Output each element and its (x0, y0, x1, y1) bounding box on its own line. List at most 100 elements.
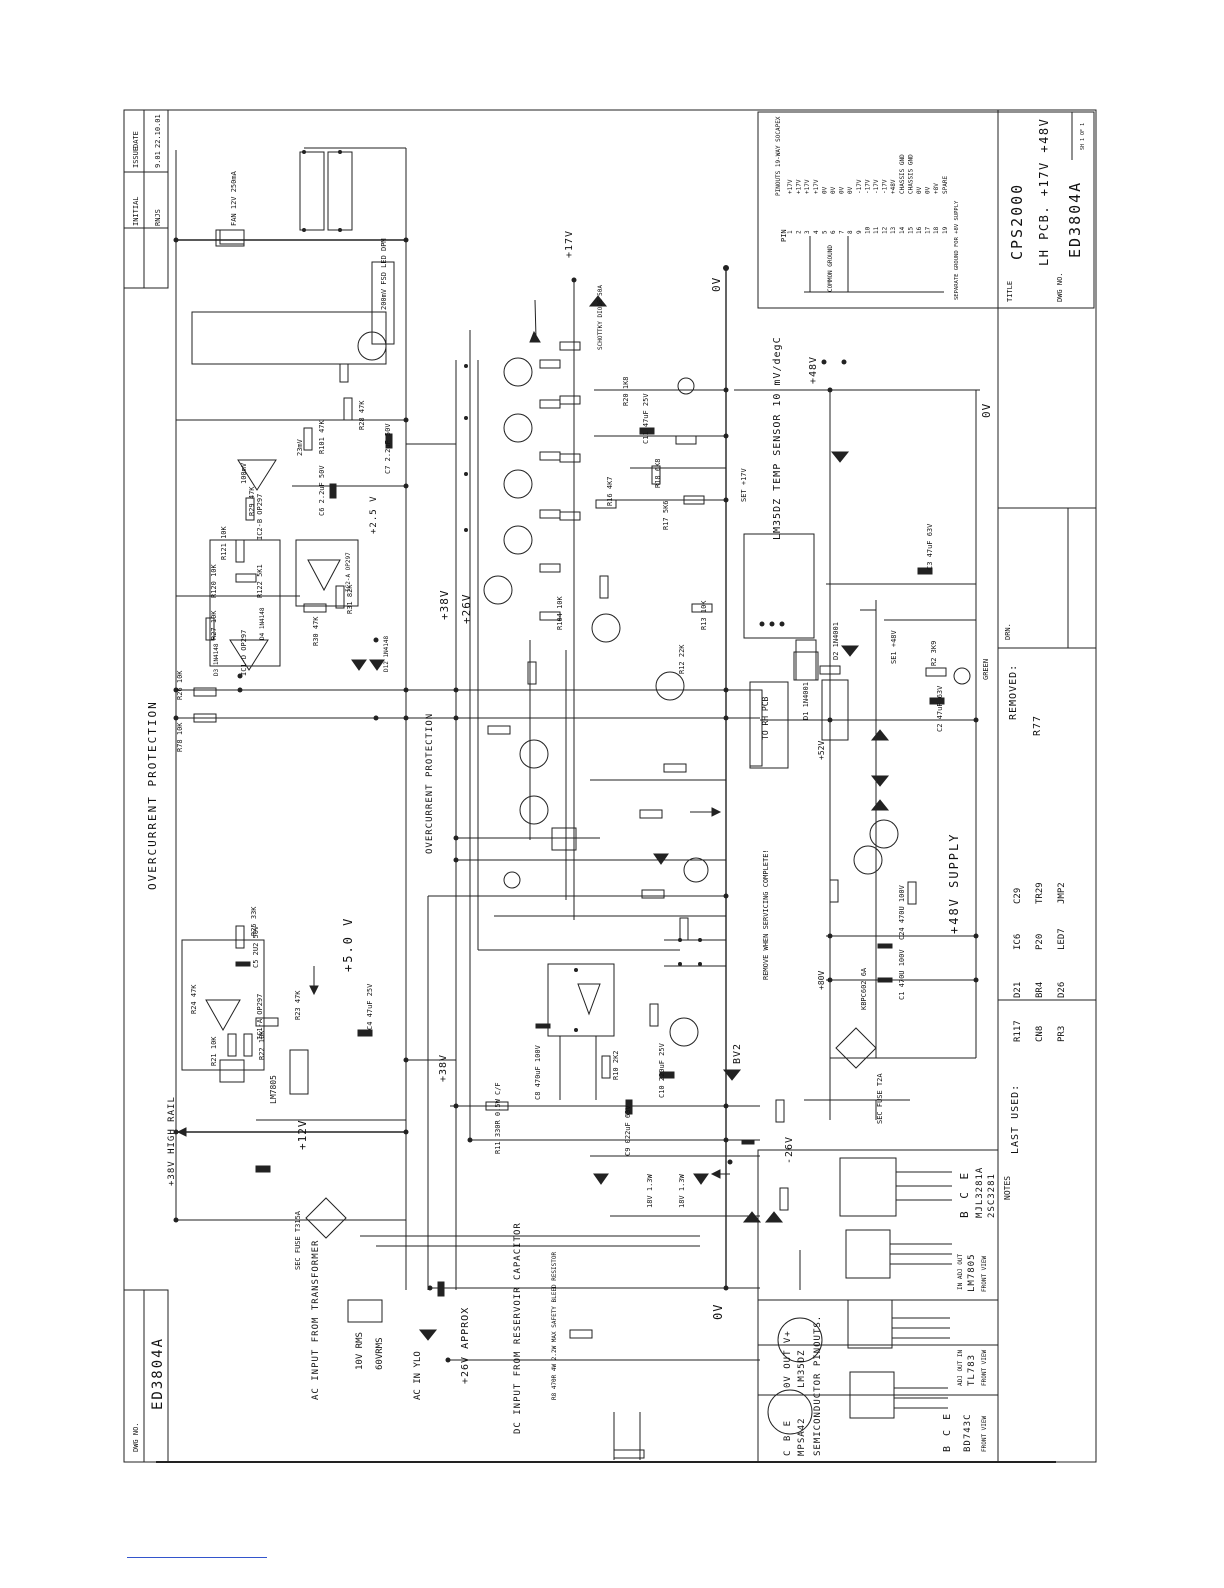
pinout-pin: 5 (821, 230, 828, 234)
pinouts-pin-header: PIN (780, 229, 788, 242)
tl783-pins: ADJ OUT IN (957, 1349, 964, 1386)
set17-label: SET +17V (740, 467, 748, 502)
revision-header: ISSUE (132, 147, 140, 168)
r22-label: R22 10K (258, 1030, 266, 1060)
plus26-approx-label: +26V APPROX (460, 1307, 471, 1384)
pinout-signal: 0V (839, 186, 846, 194)
bd743c-view: FRONT VIEW (981, 1415, 988, 1452)
r2-label: R2 3K9 (930, 641, 938, 666)
mjl3281a-label: MJL3281A (975, 1167, 985, 1218)
common-ground: COMMON GROUND (827, 245, 834, 292)
revision-value: RNJS (154, 209, 162, 226)
pinout-signal: +8V (933, 183, 940, 194)
r20-label: R20 1K8 (622, 376, 630, 406)
green-label: GREEN (982, 659, 990, 680)
plus25-label: +2.5 V (369, 495, 379, 534)
pinout-rows: 1+17V2+17V3+17V4+17V50V60V70V80V9-17V10-… (787, 154, 949, 234)
lm7805-label: LM7805 (967, 1253, 977, 1292)
last-used-item: JMP2 (1057, 882, 1067, 904)
r23-label: R23 47K (294, 990, 302, 1020)
last-used-item: R117 (1013, 1020, 1023, 1042)
pinout-signal: SPARE (942, 176, 949, 194)
dwg-no-label: DWG NO. (1056, 272, 1064, 302)
pinout-signal: -17V (873, 179, 880, 194)
last-used-label: LAST USED: (1010, 1084, 1021, 1154)
minus26-label: -26V (784, 1136, 795, 1164)
c2sc3281-label: 2SC3281 (987, 1173, 997, 1218)
pinout-pin: 17 (925, 226, 932, 234)
c9-label: C9 022uF 63V (624, 1105, 632, 1156)
pinouts-title: PINOUTS 19-WAY SOCAPEX (775, 116, 782, 196)
overcurrent-label: OVERCURRENT PROTECTION (146, 700, 159, 890)
pinout-pin: 18 (933, 226, 940, 234)
pinout-pin: 3 (804, 230, 811, 234)
last-used-item: TR29 (1035, 882, 1045, 904)
r25-label: R25 33K (250, 906, 258, 936)
plus48-supply-label: +48V SUPPLY (947, 833, 961, 934)
pinout-signal: +17V (813, 179, 820, 194)
lm7805-pins: IN ADJ OUT (957, 1253, 964, 1290)
c4-label: C4 47uF 25V (366, 983, 374, 1030)
footer-rule (127, 1557, 267, 1558)
r10-label: R10 2K2 (612, 1050, 620, 1080)
plus38-label-b: +38V (438, 1054, 449, 1082)
revision-header: DATE (132, 131, 140, 148)
ic10-label: IC1-D OP297 (240, 630, 248, 676)
pinout-signal: -17V (882, 179, 889, 194)
title-label: TITLE (1006, 281, 1014, 302)
v0-right-label: 0V (980, 403, 993, 418)
pinout-pin: 13 (890, 226, 897, 234)
c24-label: C24 470U 100V (898, 884, 906, 940)
pinout-pin: 14 (899, 226, 906, 234)
r17-label: R17 5K6 (662, 500, 670, 530)
pinout-pin: 6 (830, 230, 837, 234)
r121-label: R121 10K (220, 525, 228, 560)
pinout-pin: 10 (864, 226, 871, 234)
c8-label: C8 470uF 100V (534, 1044, 542, 1100)
ic2a-label: IC2-A OP297 (345, 552, 352, 592)
schottky-label: SCHOTTKY DIODE 50A (597, 285, 604, 350)
last-used-item: CN8 (1035, 1026, 1045, 1042)
v100-label: 100mV (240, 462, 248, 484)
c2-label: C2 47uF 63V (936, 685, 944, 732)
notes-label: NOTES (1003, 1176, 1012, 1200)
plus48-label: +48V (808, 356, 819, 384)
r27-label: R27 10K (210, 610, 218, 640)
r120-label: R120 10K (210, 563, 218, 598)
d4-label: D4 1N4148 (259, 607, 266, 640)
r11-label: R11 330R 0.5W C/F (494, 1082, 502, 1154)
last-used-item: LED7 (1057, 928, 1067, 950)
remove-note: REMOVE WHEN SERVICING COMPLETE! (762, 849, 770, 980)
mjl-bce: B C E (958, 1170, 971, 1218)
r122-label: R122 5K1 (256, 564, 264, 598)
d3-label: D3 1N4148 (213, 643, 220, 676)
pinout-signal: 0V (847, 186, 854, 194)
r24-label: R24 47K (190, 984, 198, 1014)
pinout-pin: 1 (787, 230, 794, 234)
bd743c-label: BD743C (963, 1413, 973, 1452)
pinout-pin: 11 (873, 226, 880, 234)
lm35dz-pins: 0V OUT V+ (783, 1330, 793, 1388)
pinout-signal: 0V (821, 186, 828, 194)
c6-label: C6 2.2uF 50V (318, 465, 326, 516)
v10-label: 10V RMS (355, 1332, 365, 1370)
pinout-signal: 0V (916, 186, 923, 194)
dc-input-label: DC INPUT FROM RESERVOIR CAPACITOR (513, 1222, 523, 1434)
bv18a-label: 18V 1.3W (646, 1173, 654, 1208)
pinout-signal: CHASSIS GND (899, 154, 906, 194)
pinout-pin: 16 (916, 226, 923, 234)
r31-label: R31 82K (346, 584, 354, 614)
lm7805-reg-label: LM7805 (269, 1075, 278, 1104)
c7-label: C7 2.2uF 50V (384, 423, 392, 474)
v0-main-label: 0V (711, 1304, 725, 1320)
v23-label: 23mV (296, 438, 304, 456)
title-dwg-no: ED3804A (1066, 181, 1084, 258)
tl783-view: FRONT VIEW (981, 1349, 988, 1386)
r104-label: R104 10K (556, 595, 564, 630)
c5-label: C5 2U2 50V (252, 925, 260, 968)
r12-label: R12 22K (678, 644, 686, 674)
overcurrent-label-2: OVERCURRENT PROTECTION (425, 713, 435, 854)
lm7805-view: FRONT VIEW (981, 1255, 988, 1292)
last-used-item: PR3 (1057, 1026, 1067, 1042)
